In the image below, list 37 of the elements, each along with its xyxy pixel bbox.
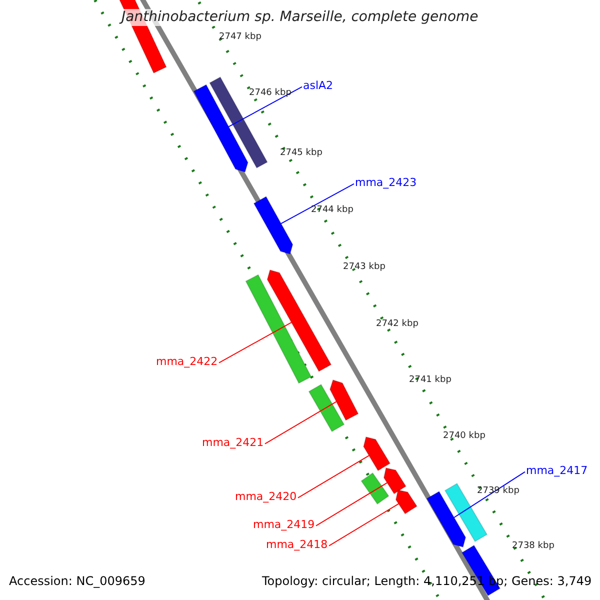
leader-line <box>328 503 400 546</box>
tick-label: 2740 kbp <box>443 431 486 442</box>
gene-label: mma_2422 <box>156 355 218 368</box>
gene-label: mma_2421 <box>202 436 264 450</box>
leader-line <box>454 471 526 518</box>
leader-line <box>280 183 354 224</box>
accession-text: Accession: NC_009659 <box>9 574 146 588</box>
gene-block <box>363 436 391 472</box>
tick-label: 2745 kbp <box>280 148 322 159</box>
tick-label: 2744 kbp <box>311 205 354 216</box>
gene-block <box>193 84 248 173</box>
tick-label: 2742 kbp <box>376 319 418 330</box>
gene-block <box>426 490 466 548</box>
gene-block <box>329 379 359 421</box>
gene-block <box>245 274 312 384</box>
gene-label: mma_2419 <box>253 518 315 532</box>
gene-block <box>253 196 294 255</box>
gene-label: mma_2423 <box>355 176 417 190</box>
tick-label: 2741 kbp <box>409 375 452 386</box>
tick-label: 2743 kbp <box>343 262 386 273</box>
gene-label: mma_2418 <box>266 538 328 552</box>
gene-block <box>383 467 407 494</box>
gene-block <box>308 384 345 432</box>
gene-block <box>360 472 390 505</box>
leader-line <box>298 455 370 498</box>
leader-line <box>264 401 337 444</box>
leader-line <box>316 482 388 526</box>
tick-label: 2738 kbp <box>512 541 554 552</box>
leader-line <box>218 322 292 364</box>
tick-label: 2746 kbp <box>249 88 292 99</box>
gene-label: mma_2420 <box>235 490 297 504</box>
tick-label: 2747 kbp <box>219 32 262 43</box>
gene-label: mma_2417 <box>526 464 588 478</box>
gene-block <box>266 269 332 372</box>
gene-label: aslA2 <box>303 79 334 92</box>
gene-block <box>395 489 418 514</box>
leader-line <box>228 86 302 128</box>
